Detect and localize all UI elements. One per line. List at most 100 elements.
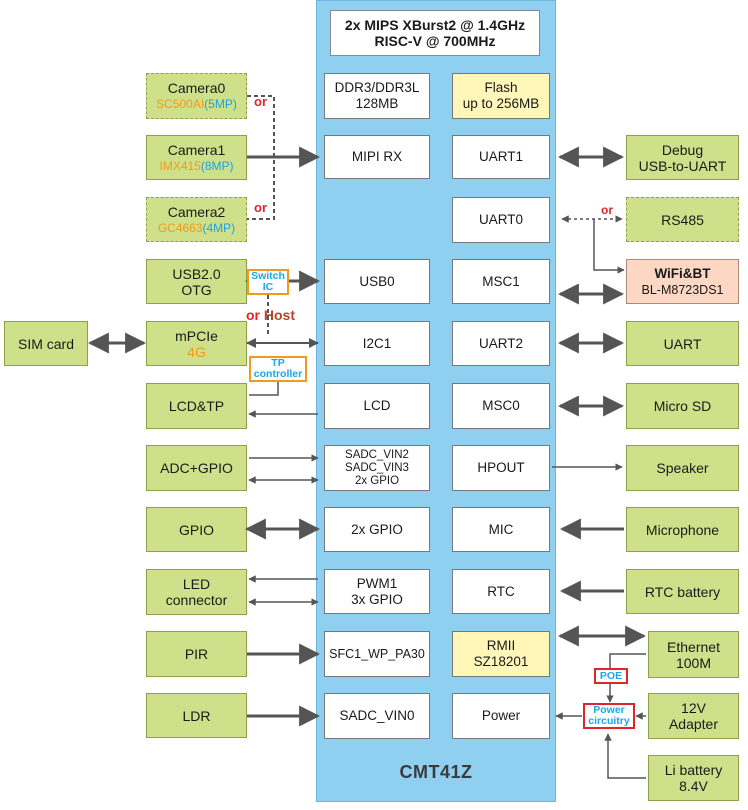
ethernet-speed: 100M: [675, 654, 712, 671]
pwm-gpio: 3x GPIO: [351, 591, 403, 607]
switch-ic-tag: Switch IC: [247, 269, 289, 295]
chip-riscv-label: RISC-V @ 700MHz: [374, 33, 496, 49]
mpcie-box: mPCIe 4G: [146, 321, 247, 366]
chip-header: 2x MIPS XBurst2 @ 1.4GHz RISC-V @ 700MHz: [330, 10, 540, 56]
ldr-box: LDR: [146, 693, 247, 738]
sim-card-box: SIM card: [4, 321, 88, 366]
sfc-block: SFC1_WP_PA30: [324, 631, 430, 677]
speaker-box: Speaker: [626, 445, 739, 491]
debug-label: Debug: [661, 141, 704, 158]
camera0-box: Camera0 SC500AI(5MP): [146, 73, 247, 119]
flash-label: Flash: [484, 80, 518, 95]
battery-voltage: 8.4V: [679, 778, 708, 794]
wifi-bt-module: BL-M8723DS1: [641, 282, 724, 297]
rs485-box: RS485: [626, 197, 739, 242]
li-battery-box: Li battery 8.4V: [648, 755, 739, 801]
rtc-battery-box: RTC battery: [626, 569, 739, 614]
micro-sd-box: Micro SD: [626, 383, 739, 429]
ddr-size: 128MB: [355, 96, 399, 111]
or-label-camera0: or: [254, 94, 267, 109]
chip-name: CMT41Z: [399, 762, 473, 782]
usb0-block: USB0: [324, 259, 430, 304]
sadc-block: SADC_VIN2 SADC_VIN3 2x GPIO: [324, 445, 430, 491]
camera0-res: (5MP): [204, 97, 237, 111]
sadc-vin2: SADC_VIN2: [345, 448, 409, 461]
sadc-gpio: 2x GPIO: [354, 474, 400, 487]
led-connector-box: LED connector: [146, 569, 247, 615]
power-circuitry-line2: circuitry: [588, 715, 630, 727]
ddr-type: DDR3/DDR3L: [334, 80, 420, 95]
uart1-block: UART1: [452, 135, 550, 179]
pwm-label: PWM1: [356, 575, 398, 591]
adc-gpio-box: ADC+GPIO: [146, 445, 247, 491]
camera1-sensor: IMX415: [159, 158, 201, 173]
rtc-block: RTC: [452, 569, 550, 614]
uart0-wifi-line: [593, 219, 625, 274]
tp-controller-tag: TP controller: [249, 356, 307, 382]
camera2-res: (4MP): [202, 220, 236, 235]
pwm-block: PWM1 3x GPIO: [324, 569, 430, 614]
switch-ic-line2: IC: [262, 281, 274, 293]
mpcie-4g: 4G: [187, 343, 206, 360]
uart0-block: UART0: [452, 197, 550, 243]
or-label-rs485: or: [601, 203, 613, 217]
mipi-rx-block: MIPI RX: [324, 135, 430, 179]
camera-alt-dashed-line: [247, 95, 275, 220]
led-label: LED: [182, 576, 211, 592]
uart2-block: UART2: [452, 321, 550, 366]
adapter-box: 12V Adapter: [648, 693, 739, 739]
camera1-res: (8MP): [200, 158, 234, 173]
usb-otg-mode: OTG: [181, 281, 212, 298]
battery-label: Li battery: [664, 762, 723, 778]
gpio-box: GPIO: [146, 507, 247, 552]
flash-block: Flash up to 256MB: [452, 73, 550, 119]
lcd-tp-box: LCD&TP: [146, 383, 247, 429]
lcd-block: LCD: [324, 383, 430, 429]
msc0-block: MSC0: [452, 383, 550, 429]
debug-box: Debug USB-to-UART: [626, 135, 739, 180]
uart-box: UART: [626, 321, 739, 366]
wifi-bt-box: WiFi&BT BL-M8723DS1: [626, 259, 739, 304]
mpcie-label: mPCIe: [175, 327, 218, 344]
ethernet-box: Ethernet 100M: [648, 631, 739, 678]
power-circuitry-tag: Power circuitry: [583, 703, 635, 729]
or-label-camera2: or: [254, 200, 267, 215]
adapter-voltage: 12V: [681, 700, 706, 716]
power-block: Power: [452, 693, 550, 739]
adapter-label: Adapter: [668, 716, 719, 732]
camera1-name: Camera1: [167, 141, 226, 158]
sadc-vin3: SADC_VIN3: [345, 461, 409, 474]
or-host-label: or Host: [246, 307, 295, 323]
battery-arrow: [604, 733, 646, 779]
sadc-vin0-block: SADC_VIN0: [324, 693, 430, 739]
microphone-box: Microphone: [626, 507, 739, 552]
led-connector-label: connector: [165, 592, 228, 608]
poe-tag: POE: [594, 668, 628, 684]
camera2-sensor: GC4663: [157, 220, 203, 235]
power-circuitry-line1: Power: [593, 704, 625, 716]
flash-size: up to 256MB: [462, 96, 540, 111]
camera1-box: Camera1 IMX415(8MP): [146, 135, 247, 180]
ddr-block: DDR3/DDR3L 128MB: [324, 73, 430, 119]
tp-to-lcdtp-line: [249, 380, 279, 396]
camera2-box: Camera2 GC4663(4MP): [146, 197, 247, 242]
camera0-name: Camera0: [167, 80, 226, 96]
tp-line1: TP: [271, 357, 285, 369]
usb-otg-label: USB2.0: [172, 265, 221, 282]
chip-cpu-label: 2x MIPS XBurst2 @ 1.4GHz: [344, 17, 526, 33]
rmii-block: RMII SZ18201: [452, 631, 550, 677]
ethernet-poe-line: [609, 653, 646, 668]
switch-ic-line1: Switch: [251, 270, 285, 282]
camera0-sensor: SC500AI: [156, 97, 205, 111]
host-label: Host: [263, 307, 296, 323]
tp-line2: controller: [253, 368, 303, 380]
wifi-bt-label: WiFi&BT: [654, 265, 711, 281]
rmii-label: RMII: [486, 638, 516, 653]
i2c1-block: I2C1: [324, 321, 430, 366]
usb-otg-box: USB2.0 OTG: [146, 259, 247, 304]
hpout-block: HPOUT: [452, 445, 550, 491]
camera2-name: Camera2: [167, 203, 226, 220]
or-label-usb: or: [246, 307, 260, 323]
rmii-phy: SZ18201: [473, 654, 529, 669]
